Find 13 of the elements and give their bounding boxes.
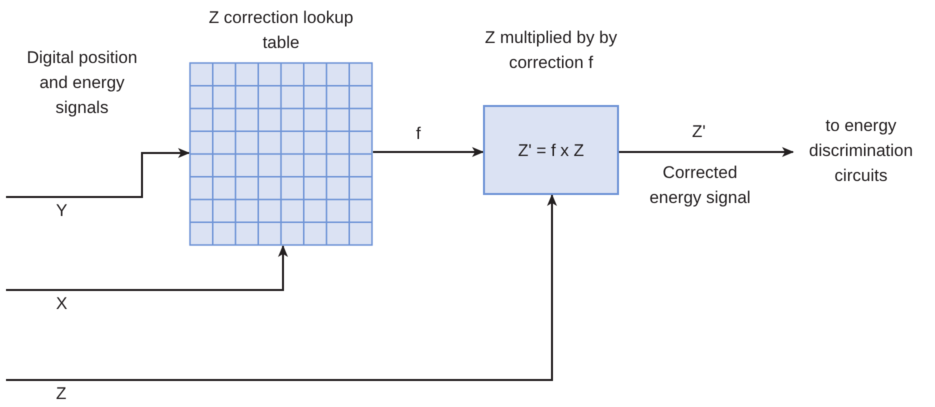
arrow <box>6 194 557 381</box>
process-box <box>483 105 619 195</box>
heading: Z correction lookup table <box>208 7 354 54</box>
signal-label: Corrected energy signal <box>648 162 752 209</box>
heading: Z multiplied by by correction f <box>484 27 618 74</box>
arrow <box>373 147 484 157</box>
arrow <box>6 148 190 198</box>
output-label: to energy discrimination circuits <box>793 113 929 188</box>
arrow <box>619 147 794 157</box>
input-label: Digital position and energy signals <box>26 47 138 119</box>
arrow <box>6 245 288 291</box>
lookup-table-grid <box>189 62 373 246</box>
box-text: Z' = f x Z <box>518 140 584 162</box>
